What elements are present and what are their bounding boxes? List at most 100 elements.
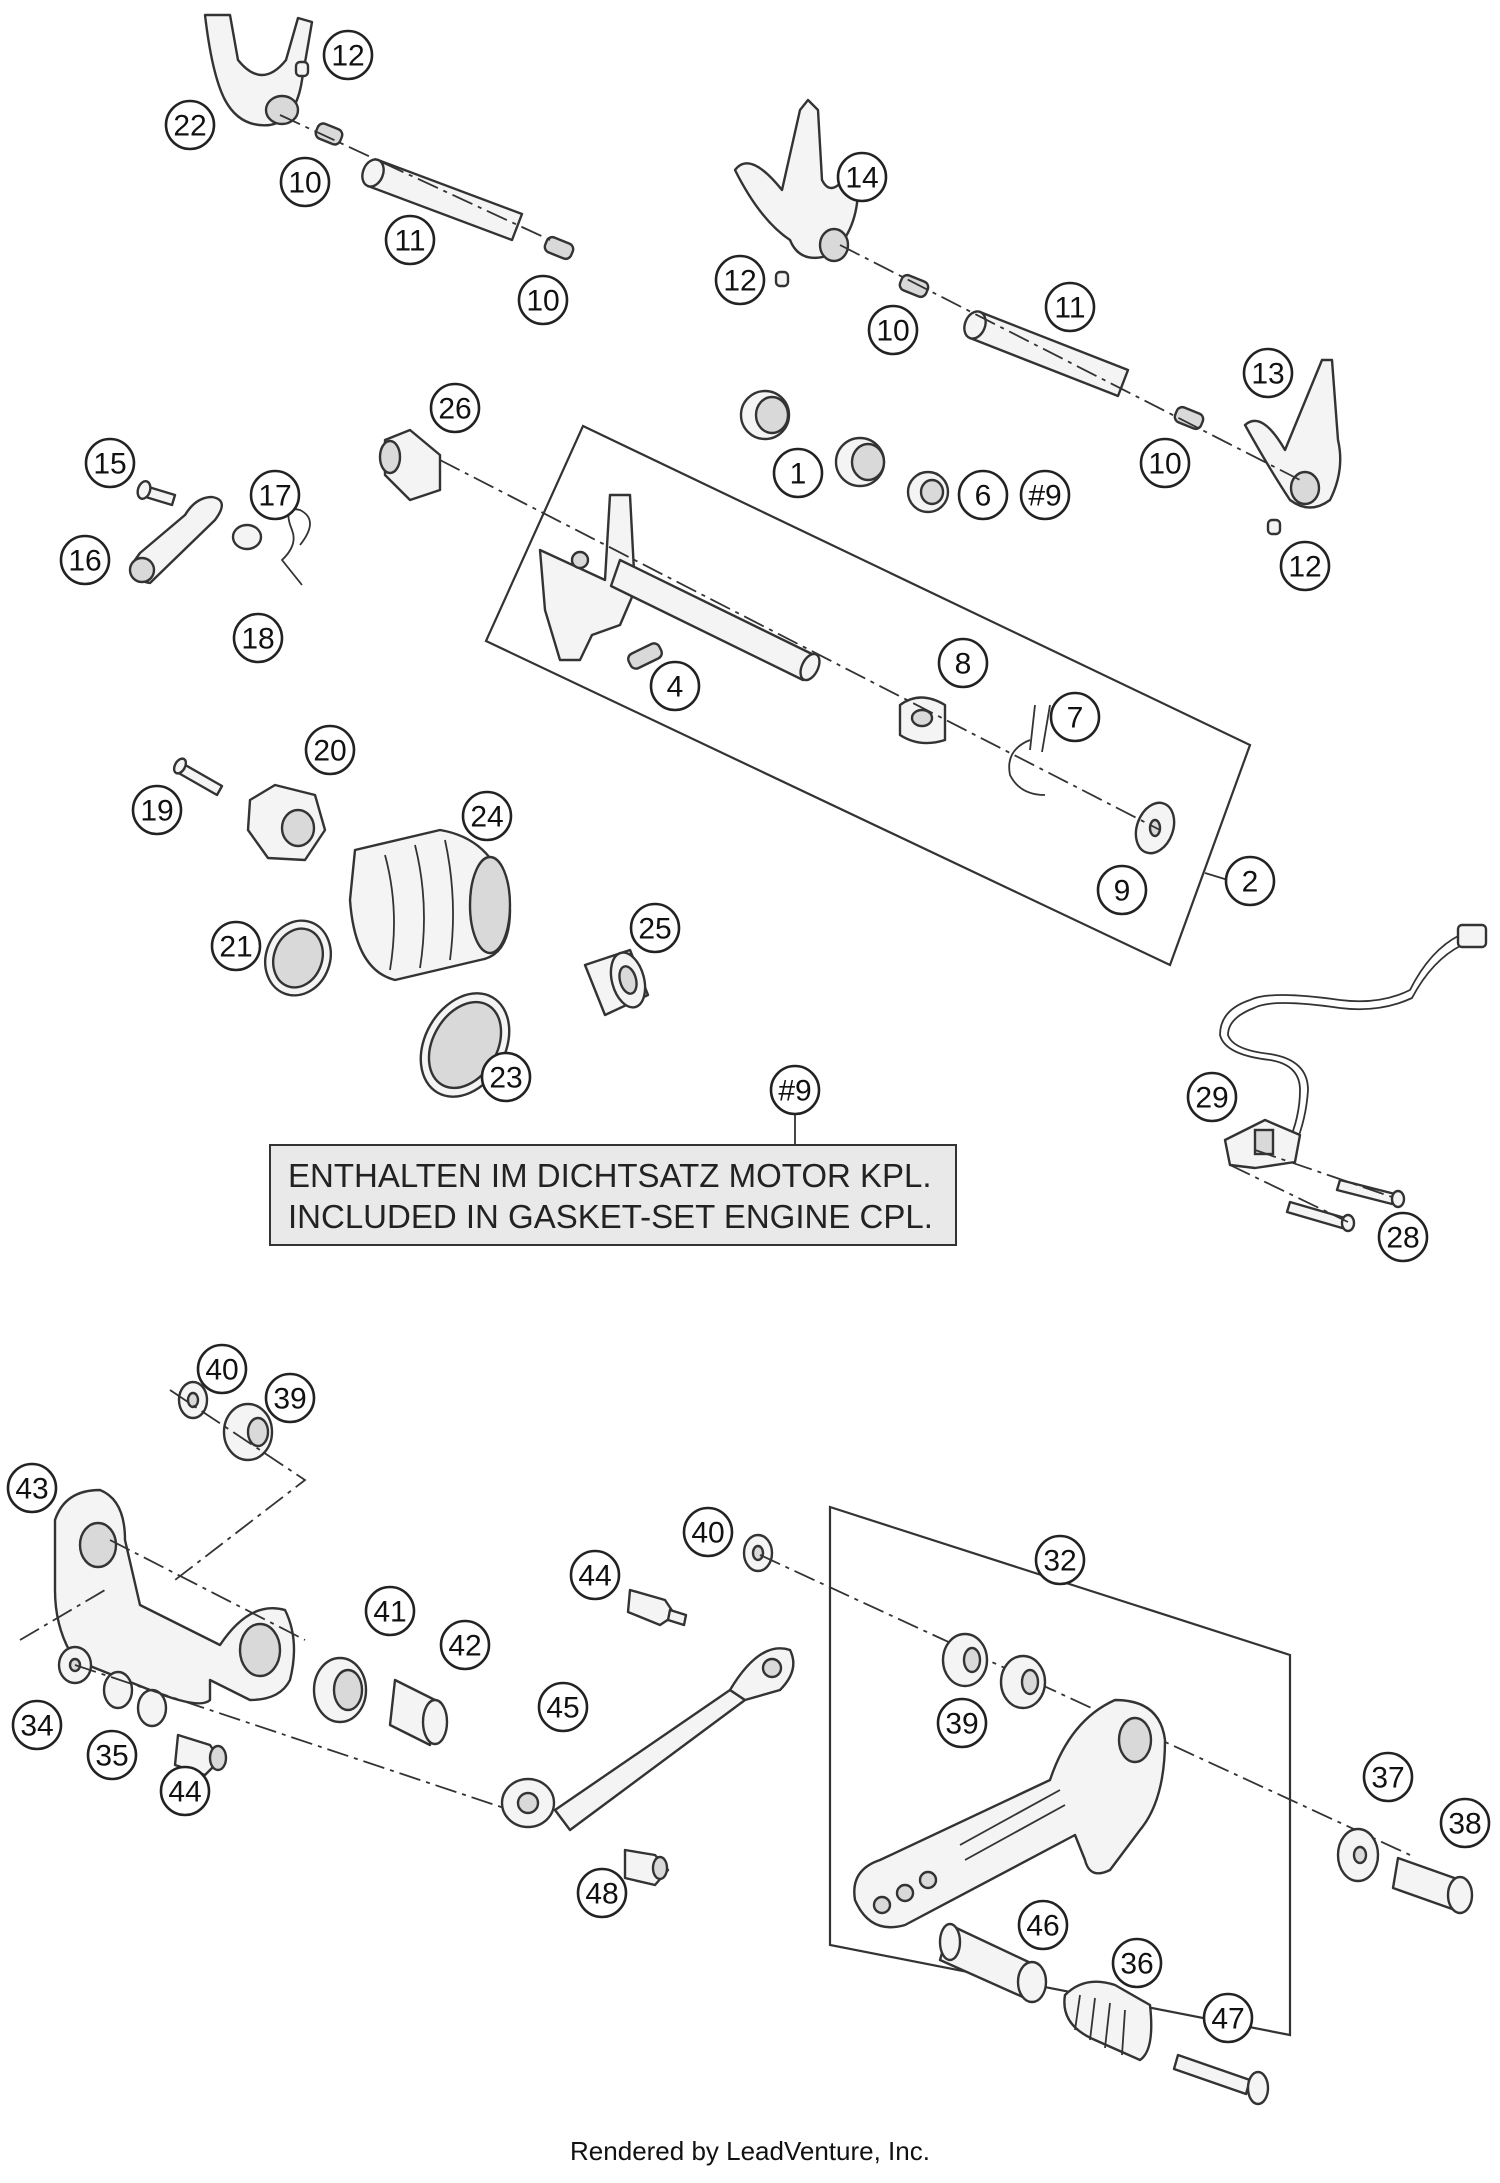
callout-label: 11 [394,225,425,258]
callout-circle [1034,1534,1086,1586]
callout-label: 42 [448,1630,481,1663]
callouts-layer: 1222101110141210111310122616#91517161848… [6,29,1491,2044]
bolt-47 [1172,2053,1270,2106]
note-line-1: ENTHALTEN IM DICHTSATZ MOTOR KPL. [288,1157,932,1194]
bolt-48 [623,1848,670,1887]
callout-circle [714,254,766,306]
bolt-15 [136,480,177,507]
callout-label: 48 [585,1878,618,1911]
callout-c8: 8 [937,637,989,689]
callout-circle [1111,1937,1163,1989]
bolt-44b [173,1733,228,1777]
callout-c46: 46 [1017,1899,1069,1951]
callout-label: 7 [1067,702,1084,735]
callout-label: 44 [578,1560,611,1593]
washer-37 [1336,1827,1380,1883]
callout-circle [1377,1211,1429,1263]
callout-circle [232,612,284,664]
callout-circle [384,214,436,266]
callout-c24: 24 [461,790,513,842]
callout-circle [159,1765,211,1817]
callout-c48: 48 [576,1867,628,1919]
lever-16 [128,495,223,585]
callout-c44a: 44 [569,1549,621,1601]
shift-shaft-plate [538,493,637,662]
callout-circle [1242,347,1294,399]
bushing-46 [938,1922,1048,2004]
callout-label: 46 [1026,1910,1059,1943]
callout-c15: 15 [84,437,136,489]
callout-label: 26 [438,393,471,426]
callout-circle [439,1619,491,1671]
callout-label: 24 [470,801,503,834]
callout-c39a: 39 [264,1372,316,1424]
callout-circle [279,156,331,208]
callout-circle [1202,1992,1254,2044]
callout-circle [649,660,701,712]
shift-shaft [609,558,821,682]
callout-c38: 38 [1439,1797,1491,1849]
callout-circle [480,1051,532,1103]
callout-label: 25 [638,913,671,946]
callout-label: 22 [173,110,206,143]
shift-fork-14 [733,98,860,263]
pin-12c [1266,518,1282,536]
callout-label: 29 [1195,1082,1228,1115]
callout-label: 9 [1114,875,1131,908]
callout-label: 10 [526,285,559,318]
callout-label: 20 [313,735,346,768]
callout-c45: 45 [537,1681,589,1733]
spring-10b [543,235,575,261]
callout-label: 1 [790,458,807,491]
spring-10d [1173,405,1205,431]
callout-c1: 1 [772,447,824,499]
callout-c20: 20 [304,724,356,776]
callout-c36: 36 [1111,1937,1163,1989]
callout-c39b: 39 [936,1697,988,1749]
callout-c40a: 40 [196,1343,248,1395]
callout-label: 37 [1371,1762,1404,1795]
callout-label: 6 [975,480,992,513]
callout-c4: 4 [649,660,701,712]
callout-c10d: 10 [1139,437,1191,489]
callout-circle [429,382,481,434]
callout-c44b: 44 [159,1765,211,1817]
callout-circle [836,151,888,203]
bearing-1a [739,389,791,441]
bearing-1b [834,436,886,488]
callout-c26: 26 [429,382,481,434]
callout-c34: 34 [11,1699,63,1751]
callout-c14: 14 [836,151,888,203]
callout-label: 44 [168,1776,201,1809]
callout-c12c: 12 [1279,540,1331,592]
callout-label: 43 [15,1473,48,1506]
callout-circle [210,920,262,972]
callout-label: 18 [241,623,274,656]
callout-circle [682,1506,734,1558]
callout-circle [364,1585,416,1637]
callout-circle [1049,691,1101,743]
callout-c23: 23 [480,1051,532,1103]
footer-credit: Rendered by LeadVenture, Inc. [570,2136,930,2166]
shift-drum-star-20 [246,783,327,862]
shift-rail-11b [963,310,1130,398]
washer-40a [177,1380,209,1420]
bushing-42 [388,1678,449,1747]
callout-label: 32 [1043,1545,1076,1578]
callout-circle [1044,281,1096,333]
shift-shaft-assembly-frame [484,424,1252,967]
pin-12b [774,270,790,288]
callout-circle [59,534,111,586]
callout-c16: 16 [59,534,111,586]
callout-circle [517,274,569,326]
callout-circle [957,469,1009,521]
callout-circle [936,1697,988,1749]
callout-c9note: #9 [769,1064,821,1116]
callout-label: 13 [1251,358,1284,391]
bolt-19 [172,757,224,797]
callout-label: 15 [93,448,126,481]
callout-circle [537,1681,589,1733]
callout-c18: 18 [232,612,284,664]
callout-c19: 19 [131,784,183,836]
